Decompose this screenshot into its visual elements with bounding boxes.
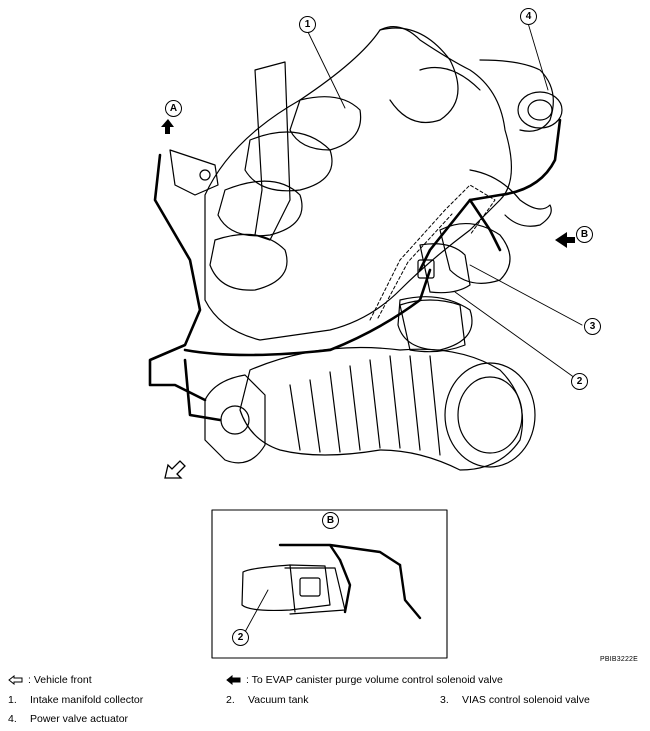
view-a-label: A: [165, 100, 182, 117]
inset-callout-2: 2: [232, 629, 249, 646]
legend-vehicle-front: : Vehicle front: [8, 672, 92, 688]
leader-lines: [307, 22, 583, 379]
legend-item: 3. VIAS control solenoid valve: [440, 692, 590, 708]
hidden-lines: [369, 184, 496, 321]
legend-item-label: Power valve actuator: [30, 713, 129, 725]
vacuum-hoses: [148, 118, 562, 422]
legend-item-label: Vacuum tank: [248, 694, 309, 706]
legend-evap-direction: : To EVAP canister purge volume control …: [226, 672, 503, 688]
view-b-label: B: [576, 226, 593, 243]
legend-item-label: VIAS control solenoid valve: [462, 694, 590, 706]
callout-4: 4: [520, 8, 537, 25]
legend-item-number: 3.: [440, 694, 449, 706]
vacuum-tank-area: [399, 243, 471, 353]
inset-view-b: [211, 509, 448, 659]
solid-arrow-left-icon: [226, 675, 241, 686]
view-b-arrow: [555, 232, 575, 248]
callout-2: 2: [571, 373, 588, 390]
legend-item-number: 1.: [8, 694, 17, 706]
legend-evap-direction-text: : To EVAP canister purge volume control …: [246, 674, 503, 686]
vehicle-front-arrow: [164, 460, 186, 479]
air-duct: [204, 346, 536, 471]
callout-3: 3: [584, 318, 601, 335]
right-side-components: [397, 59, 563, 351]
legend-item-number: 4.: [8, 713, 17, 725]
inset-b-label: B: [322, 512, 339, 529]
hollow-arrow-left-icon: [8, 675, 23, 686]
legend-item: 4. Power valve actuator: [8, 711, 128, 727]
legend-item-number: 2.: [226, 694, 235, 706]
callout-1: 1: [299, 16, 316, 33]
view-a-arrow: [161, 119, 174, 134]
legend-vehicle-front-text: : Vehicle front: [28, 674, 92, 686]
legend-item: 1. Intake manifold collector: [8, 692, 143, 708]
legend-item: 2. Vacuum tank: [226, 692, 309, 708]
mounting-bracket: [169, 61, 291, 241]
engine-diagram: [148, 22, 583, 659]
figure-code: PBIB3222E: [600, 656, 638, 663]
intake-manifold-collector: [204, 26, 513, 341]
legend-item-label: Intake manifold collector: [30, 694, 144, 706]
